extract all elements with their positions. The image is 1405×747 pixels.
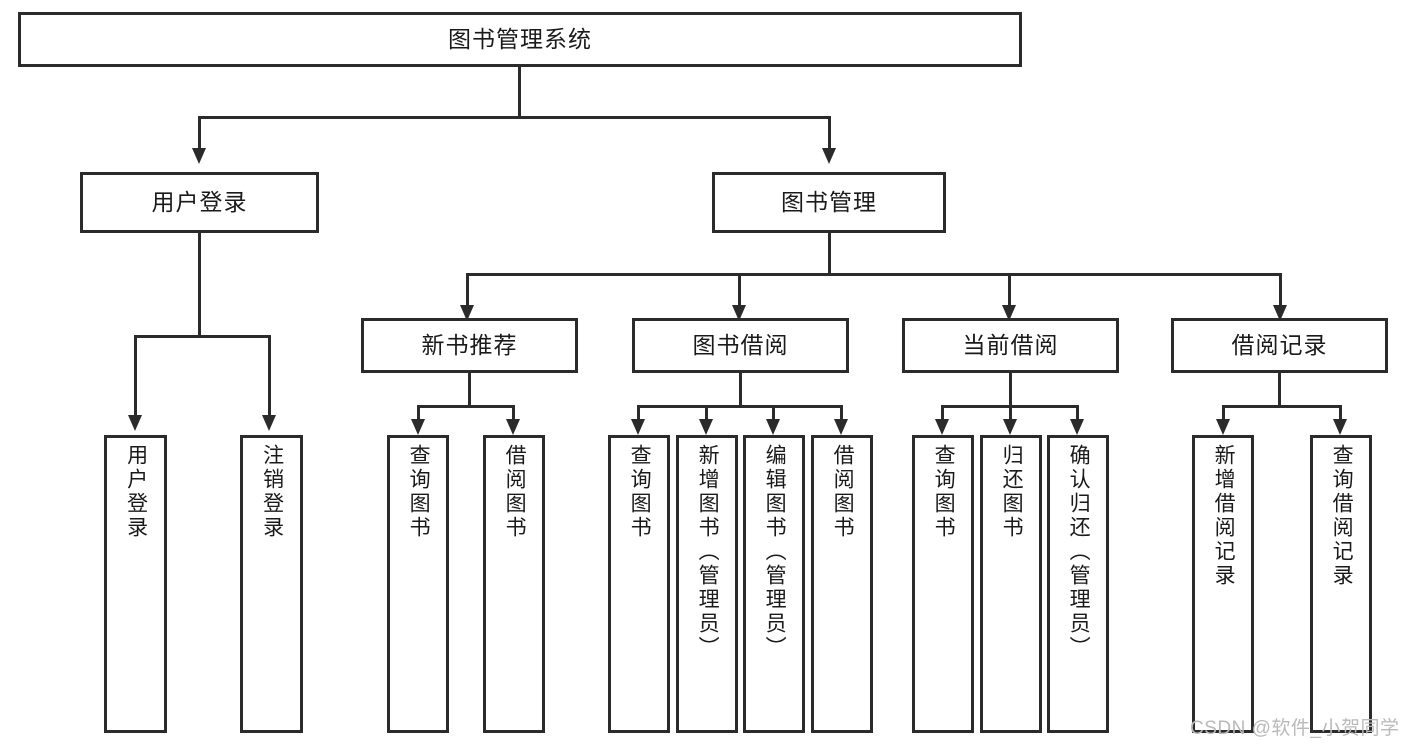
node-label: 当前借阅 — [962, 331, 1059, 358]
leaf-book-borrow-borrow-books[interactable]: 借阅图书 — [811, 435, 873, 733]
arrow-user-login-to-leaf-2 — [262, 415, 276, 431]
connector-book-manage-bus — [466, 273, 1282, 276]
leaf-user-login-logout[interactable]: 注销登录 — [240, 435, 303, 733]
node-label: 用户登录 — [151, 188, 248, 215]
connector-new-book-stem — [468, 373, 471, 407]
connector-current-borrow-to-leaf-3 — [1076, 405, 1079, 421]
node-book-management[interactable]: 图书管理 — [712, 172, 946, 233]
node-label: 注销登录 — [260, 444, 284, 540]
arrow-current-borrow-to-leaf-3 — [1070, 419, 1084, 435]
node-book-borrow[interactable]: 图书借阅 — [632, 318, 849, 373]
leaf-current-borrow-confirm-return-admin[interactable]: 确认归还（管理员） — [1047, 435, 1109, 733]
arrow-current-borrow-to-leaf-1 — [935, 419, 949, 435]
arrow-user-login-to-leaf-1 — [128, 415, 142, 431]
node-label: 新增图书（管理员） — [696, 444, 720, 660]
leaf-user-login-login[interactable]: 用户登录 — [104, 435, 167, 733]
connector-borrow-records-to-leaf-1 — [1222, 405, 1225, 421]
connector-current-borrow-stem — [1009, 373, 1012, 407]
leaf-book-borrow-add-book-admin[interactable]: 新增图书（管理员） — [676, 435, 738, 733]
leaf-borrow-records-query-record[interactable]: 查询借阅记录 — [1310, 435, 1372, 733]
connector-book-manage-to-borrow — [738, 273, 741, 309]
node-label: 编辑图书（管理员） — [763, 444, 787, 660]
connector-borrow-records-stem — [1278, 373, 1281, 407]
leaf-current-borrow-return-books[interactable]: 归还图书 — [980, 435, 1042, 733]
node-label: 查询图书 — [628, 444, 652, 540]
node-label: 查询借阅记录 — [1330, 444, 1354, 588]
leaf-current-borrow-query-books[interactable]: 查询图书 — [912, 435, 974, 733]
node-borrow-records[interactable]: 借阅记录 — [1171, 318, 1388, 373]
connector-current-borrow-to-leaf-1 — [941, 405, 944, 421]
connector-book-borrow-bus — [637, 405, 843, 408]
node-new-book-recommend[interactable]: 新书推荐 — [361, 318, 578, 373]
arrow-root-to-user-login — [192, 148, 206, 164]
node-label: 图书管理系统 — [448, 25, 592, 52]
node-label: 借阅图书 — [831, 444, 855, 540]
node-label: 归还图书 — [1000, 444, 1024, 540]
connector-book-manage-to-new-book — [466, 273, 469, 309]
connector-new-book-to-leaf-2 — [512, 405, 515, 421]
connector-root-stem — [518, 67, 521, 118]
arrow-book-borrow-to-leaf-2 — [699, 419, 713, 435]
connector-current-borrow-to-leaf-2 — [1009, 405, 1012, 421]
arrow-book-borrow-to-leaf-1 — [631, 419, 645, 435]
leaf-borrow-records-add-record[interactable]: 新增借阅记录 — [1192, 435, 1254, 733]
connector-borrow-records-to-leaf-2 — [1339, 405, 1342, 421]
leaf-book-borrow-query-books[interactable]: 查询图书 — [608, 435, 670, 733]
arrow-new-book-to-leaf-1 — [411, 419, 425, 435]
node-current-borrow[interactable]: 当前借阅 — [902, 318, 1119, 373]
arrow-borrow-records-to-leaf-1 — [1216, 419, 1230, 435]
connector-book-borrow-to-leaf-2 — [705, 405, 708, 421]
connector-borrow-records-bus — [1222, 405, 1341, 408]
connector-root-to-user-login — [198, 116, 201, 150]
arrow-borrow-records-to-leaf-2 — [1333, 419, 1347, 435]
node-label: 借阅图书 — [503, 444, 527, 540]
node-label: 新书推荐 — [421, 331, 518, 358]
connector-user-login-to-leaf-2 — [268, 335, 271, 417]
connector-book-borrow-stem — [739, 373, 742, 407]
leaf-new-book-borrow-books[interactable]: 借阅图书 — [483, 435, 545, 733]
connector-book-borrow-to-leaf-1 — [637, 405, 640, 421]
node-label: 查询图书 — [932, 444, 956, 540]
node-label: 借阅记录 — [1231, 331, 1328, 358]
arrow-book-borrow-to-leaf-3 — [766, 419, 780, 435]
connector-book-borrow-to-leaf-3 — [772, 405, 775, 421]
connector-root-bus — [198, 116, 831, 119]
connector-book-borrow-to-leaf-4 — [840, 405, 843, 421]
node-label: 查询图书 — [407, 444, 431, 540]
leaf-new-book-query-books[interactable]: 查询图书 — [387, 435, 449, 733]
arrow-book-manage-to-current — [1002, 305, 1016, 321]
connector-new-book-to-leaf-1 — [417, 405, 420, 421]
node-label: 图书管理 — [781, 188, 877, 215]
arrow-book-manage-to-new-book — [460, 305, 474, 321]
arrow-book-manage-to-borrow — [732, 305, 746, 321]
node-root-system[interactable]: 图书管理系统 — [18, 12, 1022, 67]
arrow-book-borrow-to-leaf-4 — [834, 419, 848, 435]
arrow-current-borrow-to-leaf-2 — [1003, 419, 1017, 435]
connector-book-manage-to-current — [1008, 273, 1011, 309]
node-label: 图书借阅 — [692, 331, 789, 358]
arrow-book-manage-to-records — [1273, 305, 1287, 321]
node-user-login[interactable]: 用户登录 — [80, 172, 319, 233]
connector-user-login-stem — [198, 233, 201, 337]
connector-user-login-to-leaf-1 — [134, 335, 137, 417]
csdn-watermark: CSDN @软件_小贺同学 — [1190, 718, 1400, 739]
connector-book-manage-stem — [828, 233, 831, 275]
arrow-root-to-book-manage — [822, 148, 836, 164]
node-label: 新增借阅记录 — [1212, 444, 1236, 588]
node-label: 确认归还（管理员） — [1067, 444, 1091, 660]
connector-root-to-book-manage — [828, 116, 831, 150]
node-label: 用户登录 — [124, 444, 148, 540]
leaf-book-borrow-edit-book-admin[interactable]: 编辑图书（管理员） — [743, 435, 805, 733]
connector-user-login-bus — [134, 335, 270, 338]
arrow-new-book-to-leaf-2 — [506, 419, 520, 435]
connector-new-book-bus — [417, 405, 515, 408]
connector-book-manage-to-records — [1279, 273, 1282, 309]
